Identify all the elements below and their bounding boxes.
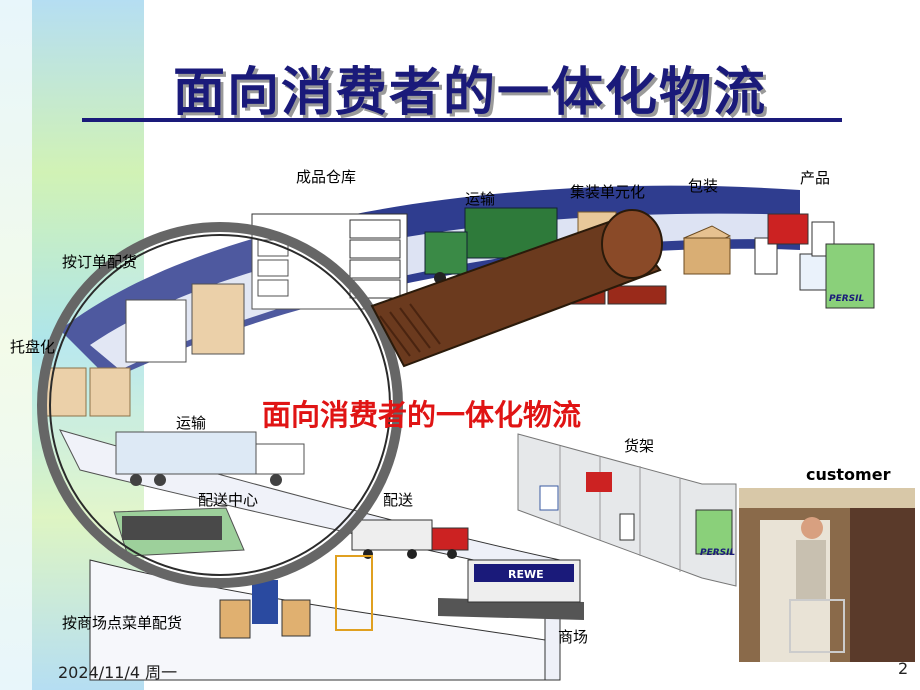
store-illustration [438,559,584,620]
label-transport-top: 运输 [465,190,496,208]
label-unitization: 集装单元化 [570,183,646,201]
store-picking-illustration [219,555,373,639]
store-sign: REWE [508,568,544,581]
brand-label-shelf: PERSIL [700,548,736,558]
label-palletizing: 托盘化 [10,338,56,356]
label-warehouse: 成品仓库 [296,168,357,186]
customer-photo [739,488,915,662]
brand-label-product: PERSIL [829,294,865,304]
label-transport-left: 运输 [176,414,207,432]
label-order-picking: 按订单配货 [62,253,138,271]
label-mall: 商场 [558,628,589,646]
truck-left-illustration [115,431,305,486]
label-packaging: 包装 [688,177,719,195]
magnifier-illustration [37,209,663,588]
center-title: 面向消费者的一体化物流 [262,398,582,432]
label-distribution-center: 配送中心 [198,491,259,509]
label-shelf: 货架 [624,437,655,455]
delivery-truck-illustration [351,519,469,559]
package-box-illustration [682,225,732,275]
label-store-picking: 按商场点菜单配货 [62,614,183,632]
left-decor-band-light [0,0,32,690]
page-title: 面向消费者的一体化物流 [172,63,767,123]
label-product: 产品 [800,169,831,187]
pallet-boxes-illustration [45,367,131,417]
title-underline [82,118,842,122]
page-number: 2 [898,659,909,678]
label-delivery: 配送 [383,491,414,509]
flow-band-bottom [59,429,561,681]
label-customer: customer [806,465,891,484]
products-illustration [754,213,875,309]
footer-date: 2024/11/4 周一 [58,663,178,682]
shelf-illustration [517,433,737,587]
forklift-illustration [125,283,245,363]
distribution-center-illustration [113,507,245,557]
